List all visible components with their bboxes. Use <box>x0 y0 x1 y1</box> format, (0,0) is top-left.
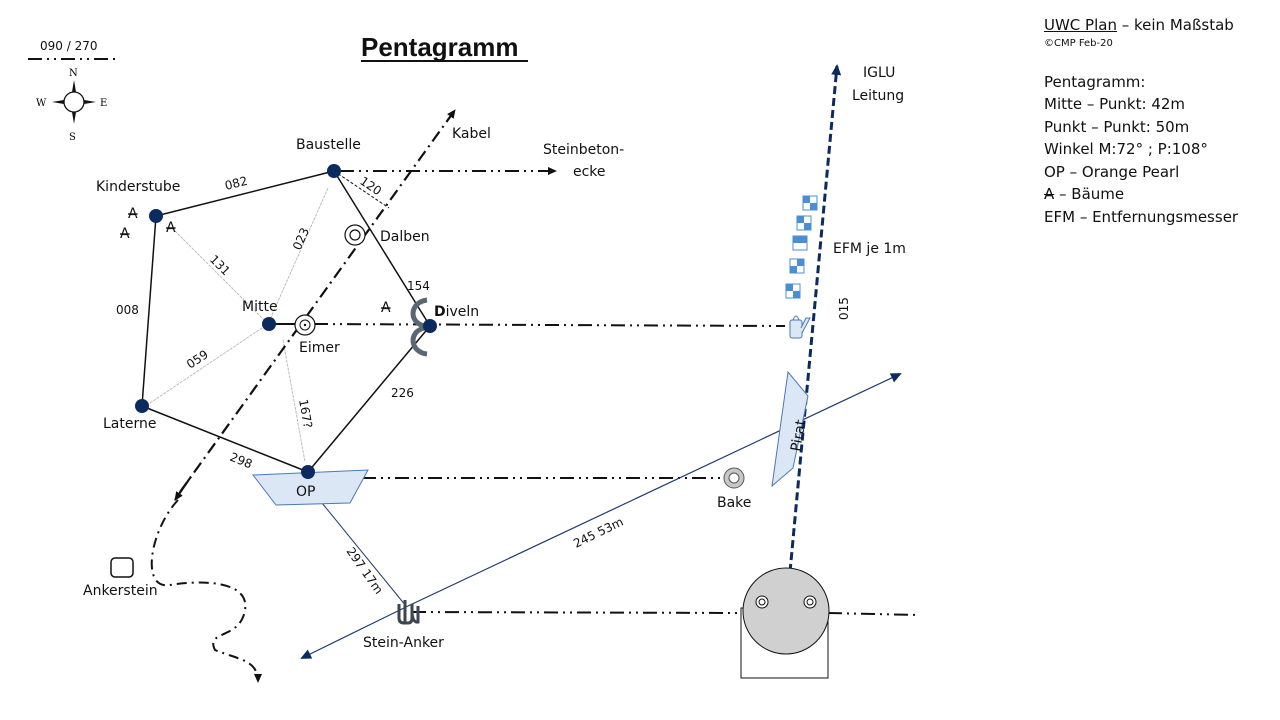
label-steinbetonecke-1: Steinbeton- <box>543 142 624 158</box>
pentagram-edges <box>141 170 431 473</box>
label-mitte: Mitte <box>242 299 278 315</box>
efm-marker-icon <box>796 215 812 231</box>
label-dalben: Dalben <box>380 229 430 245</box>
legend-line: Mitte – Punkt: 42m <box>1044 95 1186 113</box>
page-title: Pentagramm <box>361 32 519 62</box>
label-kinderstube: Kinderstube <box>96 179 180 195</box>
label-baustelle: Baustelle <box>296 137 361 153</box>
op-boat-shape: OP <box>252 469 369 506</box>
kabel-arrow-down <box>174 477 191 501</box>
compass: 090 / 270 N E S W <box>28 39 120 143</box>
compass-rose-icon <box>52 80 96 124</box>
diveln-line <box>313 323 786 327</box>
label-bake: Bake <box>717 495 751 511</box>
bearing-015: 015 <box>837 297 851 320</box>
bearing-023: 023 <box>290 226 312 253</box>
pentagram-nodes <box>135 164 437 479</box>
dalben-icon <box>344 224 366 246</box>
kabel-meander-path <box>150 499 262 683</box>
efm-marker-icon <box>789 258 805 274</box>
bearing-226: 226 <box>391 386 414 400</box>
pirat-label: Pirat <box>788 418 809 453</box>
tree-icon: A <box>128 206 138 222</box>
compass-east: E <box>100 98 107 109</box>
stein-anker-icon <box>397 600 420 625</box>
kabel-line <box>179 109 456 493</box>
label-iglu-2: Leitung <box>852 88 904 104</box>
compass-bearing-label: 090 / 270 <box>40 39 97 53</box>
efm-markers <box>785 195 818 299</box>
efm-marker-icon <box>802 195 818 211</box>
legend-line: Punkt – Punkt: 50m <box>1044 117 1190 136</box>
node-diveln[interactable] <box>423 319 437 333</box>
op-label: OP <box>296 484 315 500</box>
legend-line: EFM – Entfernungsmesser <box>1044 207 1239 226</box>
legend-line: OP – Orange Pearl <box>1044 162 1180 181</box>
watering-can-icon <box>789 315 811 339</box>
node-mitte[interactable] <box>262 317 276 331</box>
compass-south: S <box>69 132 76 143</box>
efm-marker-icon <box>792 235 808 251</box>
legend-line: Winkel M:72° ; P:108° <box>1044 140 1208 158</box>
node-laterne[interactable] <box>135 399 149 413</box>
legend-panel: UWC Plan – kein Maßstab ©CMP Feb-20 Pent… <box>1044 14 1238 228</box>
bearing-120-line <box>333 170 390 209</box>
op-steinanker-line <box>321 502 407 607</box>
legend-copyright: ©CMP Feb-20 <box>1044 37 1113 49</box>
bearing-297: 297 17m <box>344 545 386 597</box>
label-eimer: Eimer <box>299 340 340 356</box>
label-diveln: Diveln <box>434 304 479 320</box>
legend-line: Pentagramm: <box>1044 72 1146 91</box>
bearing-245: 245 53m <box>571 515 625 551</box>
compass-north: N <box>69 68 78 79</box>
label-laterne: Laterne <box>103 416 156 432</box>
bearing-008: 008 <box>116 303 139 317</box>
bearing-167: 167? <box>296 398 315 429</box>
bearing-245-line <box>407 373 902 607</box>
efm-marker-icon <box>785 283 801 299</box>
label-efm: EFM je 1m <box>833 241 906 257</box>
legend-line-trees: A – Bäume <box>1044 185 1125 203</box>
pirat-wreck-shape: Pirat <box>771 370 810 488</box>
bearing-059: 059 <box>184 347 211 371</box>
label-stein-anker: Stein-Anker <box>363 635 444 651</box>
tree-icon: A <box>166 220 176 236</box>
label-kabel: Kabel <box>452 126 491 142</box>
bake-buoy-icon <box>723 467 745 489</box>
tree-icon: A <box>1044 185 1055 203</box>
label-iglu-1: IGLU <box>863 65 895 81</box>
eimer-bucket-icon <box>294 314 316 336</box>
bearing-245-line-west <box>300 605 409 659</box>
ankerstein-icon <box>110 557 134 578</box>
label-steinbetonecke-2: ecke <box>573 164 606 180</box>
compass-west: W <box>36 98 47 109</box>
bearing-082: 082 <box>223 174 249 193</box>
steinanker-line <box>411 611 743 614</box>
legend-heading: UWC Plan – kein Maßstab <box>1044 16 1234 34</box>
wreck-line-east <box>827 612 919 616</box>
tree-icon: A <box>381 300 391 316</box>
bearing-120: 120 <box>357 174 384 198</box>
diveln-bracket-icon <box>410 297 428 357</box>
grey-bearing-lines <box>149 187 329 463</box>
iglu-wreck-icon <box>740 567 830 679</box>
iglu-leitung-line <box>788 64 842 573</box>
tree-icon: A <box>120 226 130 242</box>
label-ankerstein: Ankerstein <box>83 583 158 599</box>
bearing-131: 131 <box>207 252 233 278</box>
bearing-154: 154 <box>407 279 430 293</box>
node-baustelle[interactable] <box>327 164 341 178</box>
tree-markers: A A A A <box>120 206 391 316</box>
node-op[interactable] <box>301 465 315 479</box>
bearing-298: 298 <box>228 450 254 472</box>
node-kinderstube[interactable] <box>149 209 163 223</box>
